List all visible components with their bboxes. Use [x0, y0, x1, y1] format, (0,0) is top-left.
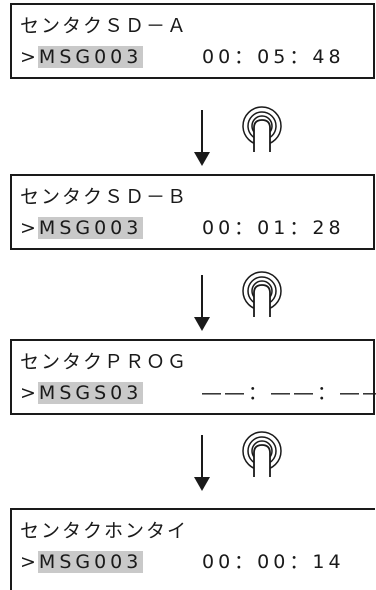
finger-press-icon — [242, 271, 282, 317]
finger-press-icon — [242, 431, 282, 477]
time-readout: 00：00：14 — [202, 551, 345, 573]
time-readout: 00：01：28 — [202, 217, 345, 239]
step-transition-1 — [180, 100, 300, 180]
lcd-screen-3: センタクＰＲＯＧ >MSGS03 ――：――：―― — [10, 339, 376, 415]
lcd-line-message: >MSG003 — [20, 46, 144, 68]
down-arrow-icon — [194, 110, 210, 166]
down-arrow-icon — [194, 275, 210, 331]
cursor-prompt: > — [20, 551, 38, 573]
message-name: MSG003 — [37, 46, 144, 68]
lcd-screen-2: センタクＳＤ－Ｂ >MSG003 00：01：28 — [10, 174, 375, 250]
cursor-prompt: > — [20, 217, 38, 239]
message-name: MSG003 — [37, 551, 144, 573]
step-transition-3 — [180, 425, 300, 505]
cursor-prompt: > — [20, 46, 38, 68]
lcd-line-message: >MSG003 — [20, 551, 144, 573]
down-arrow-icon — [194, 435, 210, 491]
message-name: MSGS03 — [37, 382, 144, 404]
lcd-line-message: >MSG003 — [20, 217, 144, 239]
lcd-screen-1: センタクＳＤ－Ａ >MSG003 00：05：48 — [10, 3, 375, 79]
time-readout: ――：――：―― — [202, 382, 376, 404]
message-name: MSG003 — [37, 217, 144, 239]
step-transition-2 — [180, 265, 300, 345]
time-readout: 00：05：48 — [202, 46, 345, 68]
lcd-line-title: センタクＳＤ－Ａ — [20, 15, 189, 37]
cursor-prompt: > — [20, 382, 38, 404]
lcd-line-title: センタクホンタイ — [20, 520, 189, 542]
lcd-line-title: センタクＰＲＯＧ — [20, 351, 189, 373]
finger-press-icon — [242, 106, 282, 152]
lcd-line-message: >MSGS03 — [20, 382, 144, 404]
lcd-line-title: センタクＳＤ－Ｂ — [20, 186, 189, 208]
lcd-screen-4: センタクホンタイ >MSG003 00：00：14 — [10, 508, 375, 590]
